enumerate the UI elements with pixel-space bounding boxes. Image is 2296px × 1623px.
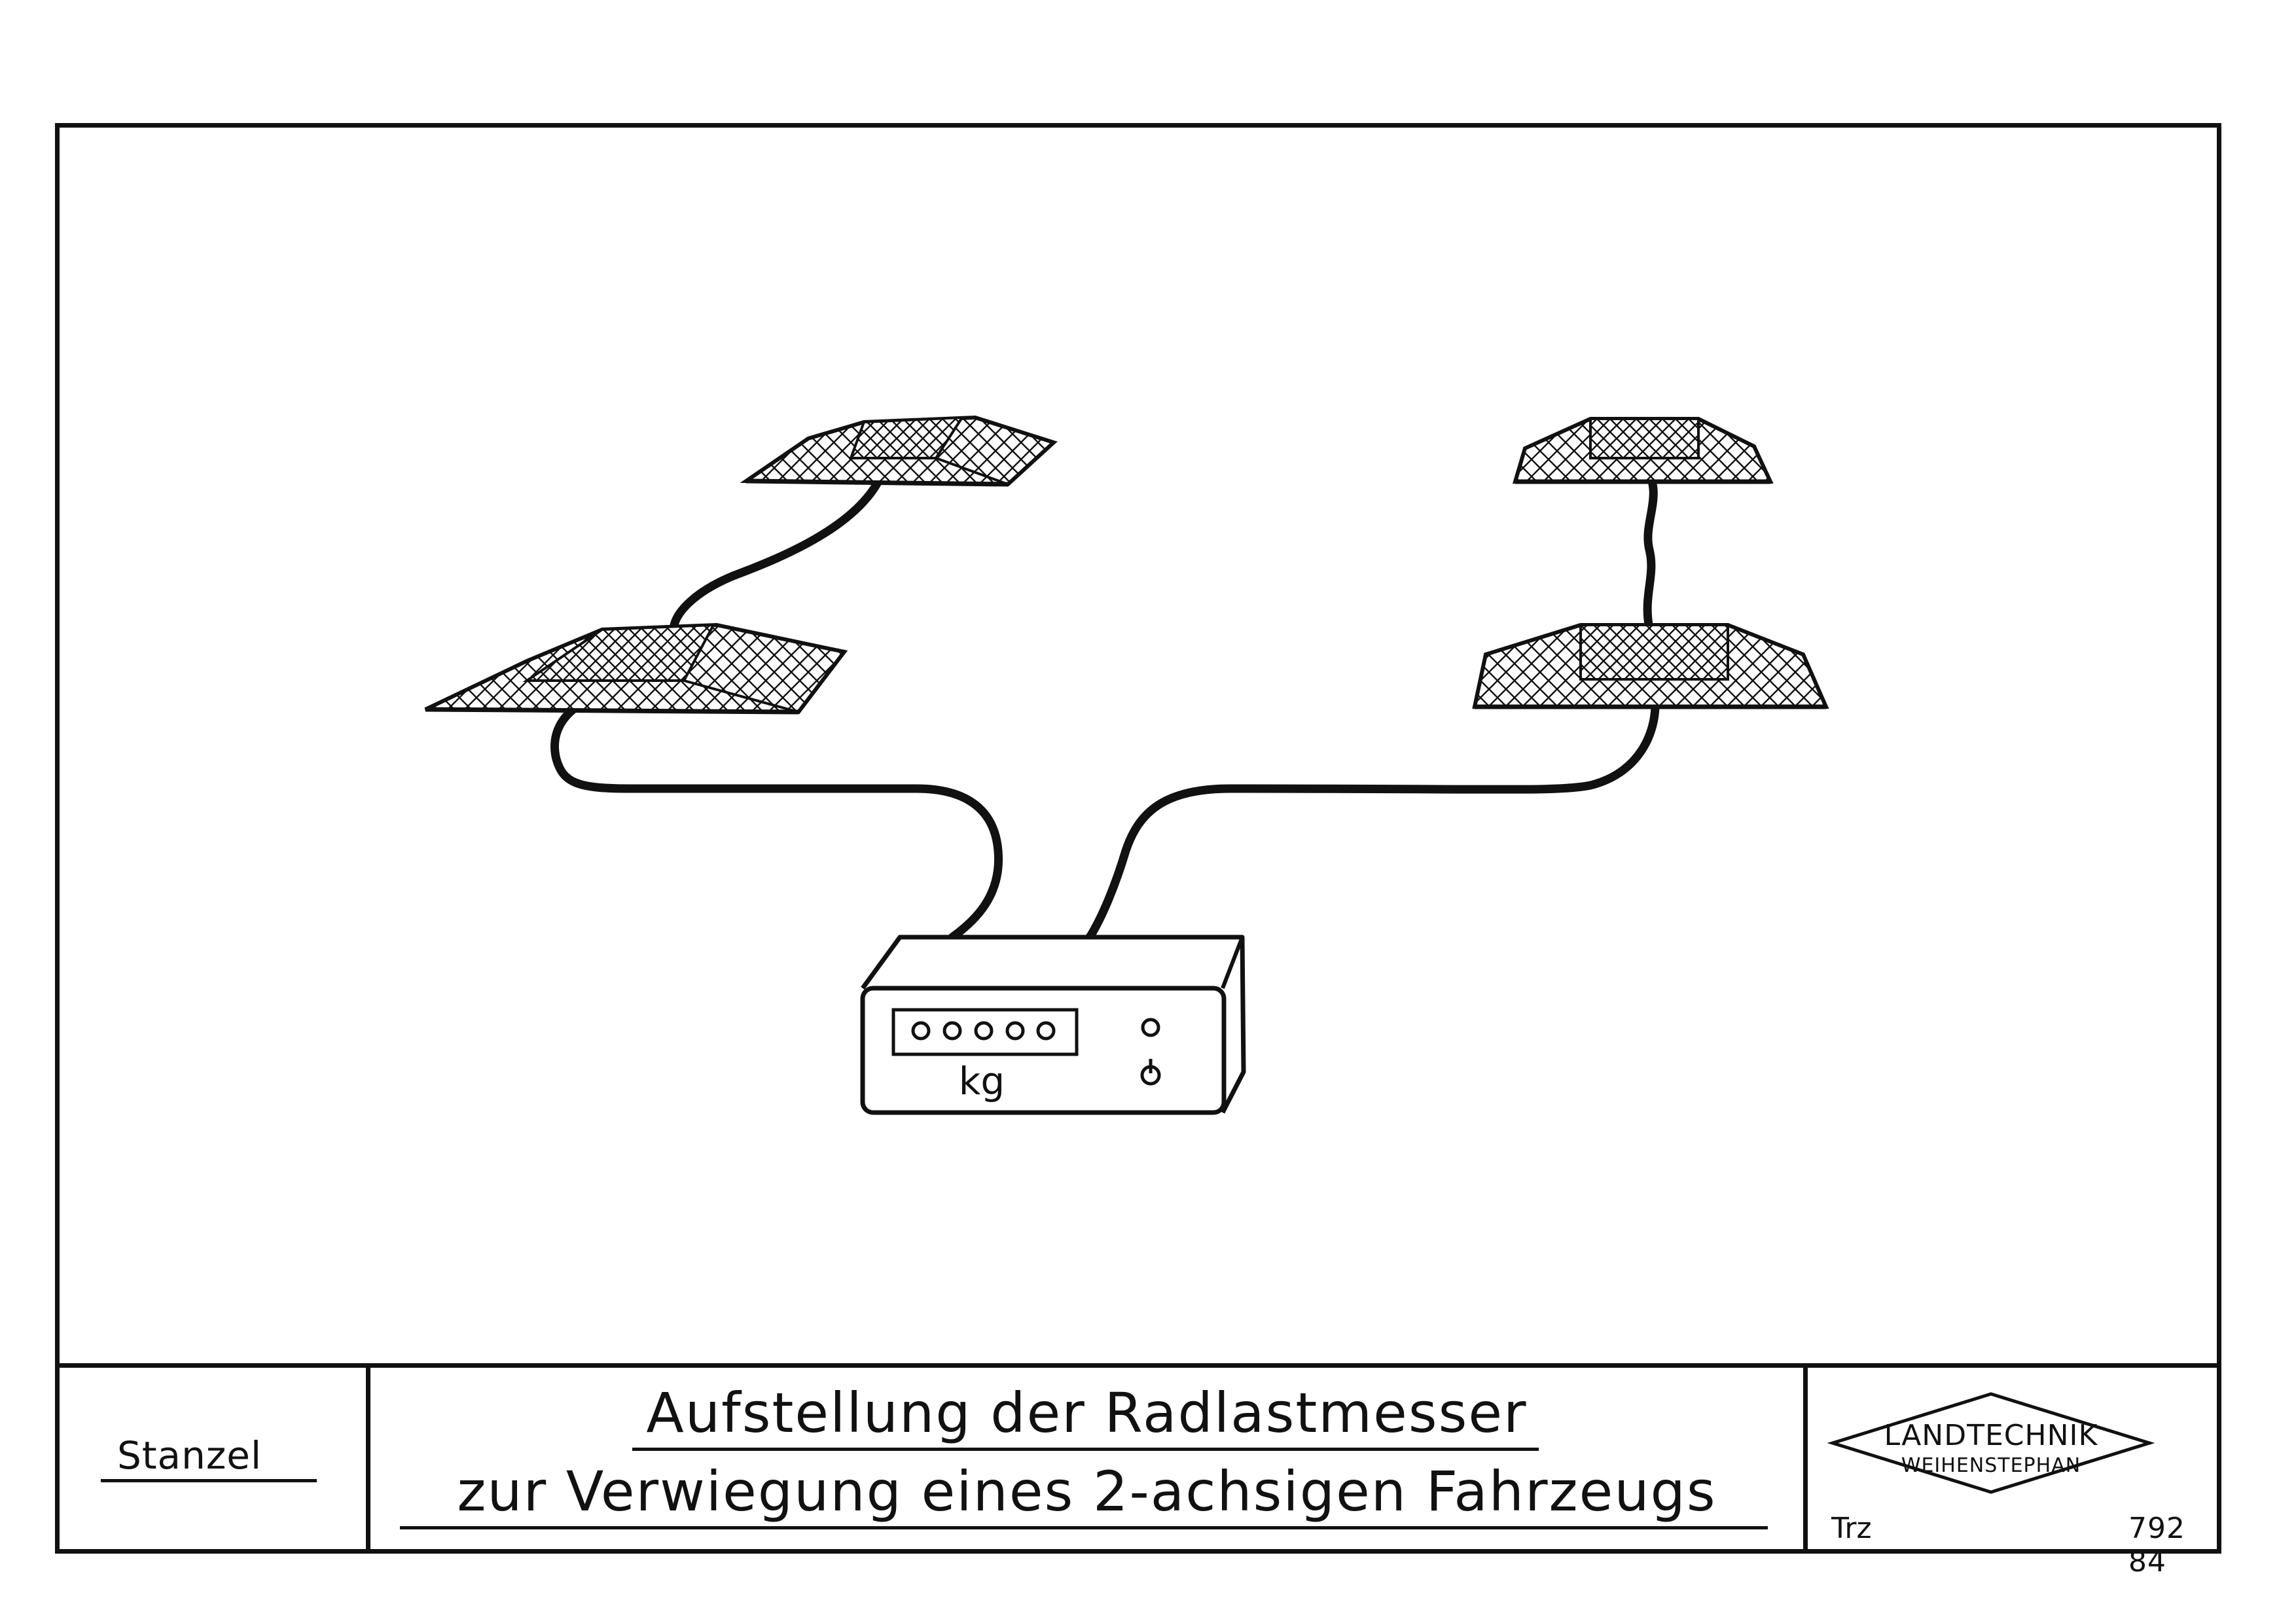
author-cell: Stanzel bbox=[55, 1368, 370, 1554]
author-underline bbox=[101, 1479, 317, 1482]
cable-left-lower bbox=[550, 690, 1003, 942]
wheel-load-plate-left-rear bbox=[740, 415, 1058, 487]
digit-display-window bbox=[891, 1008, 1079, 1056]
weighing-display-unit: kg bbox=[860, 935, 1246, 1115]
drawer-code: Trz bbox=[1831, 1512, 1872, 1545]
drawing-number: 792 84 bbox=[2128, 1512, 2185, 1578]
title-underline-1 bbox=[632, 1448, 1539, 1451]
display-digit-circles bbox=[911, 1021, 1056, 1041]
display-unit-label: kg bbox=[959, 1059, 1005, 1103]
title-block: Stanzel Aufstellung der Radlastmesser zu… bbox=[55, 1363, 2221, 1578]
logo-text-landtechnik: LANDTECHNIK bbox=[1884, 1419, 2098, 1452]
drawing-title-line-2: zur Verwiegung eines 2-achsigen Fahrzeug… bbox=[457, 1459, 1717, 1524]
drawing-title-line-1: Aufstellung der Radlastmesser bbox=[646, 1381, 1528, 1445]
cable-left-upper bbox=[670, 465, 888, 630]
drawing-frame bbox=[55, 123, 2221, 1554]
landtechnik-logo-diamond bbox=[1827, 1392, 2155, 1494]
cables bbox=[550, 465, 1660, 942]
author-name: Stanzel bbox=[117, 1433, 262, 1478]
logo-cell: LANDTECHNIK WEIHENSTEPHAN Trz 792 84 bbox=[1808, 1368, 2217, 1578]
title-underline-2 bbox=[400, 1526, 1768, 1529]
title-cell: Aufstellung der Radlastmesser zur Verwie… bbox=[370, 1368, 1808, 1554]
wheel-load-plate-left-front bbox=[424, 622, 848, 715]
indicator-lamp-icon bbox=[1141, 1018, 1160, 1037]
logo-text-weihenstephan: WEIHENSTEPHAN bbox=[1901, 1454, 2081, 1477]
wheel-load-plate-right-rear bbox=[1512, 417, 1774, 484]
power-switch-icon bbox=[1140, 1059, 1161, 1086]
cable-right-upper bbox=[1643, 467, 1658, 633]
wheel-load-plate-right-front bbox=[1472, 623, 1829, 709]
cable-right-lower bbox=[1085, 688, 1660, 942]
